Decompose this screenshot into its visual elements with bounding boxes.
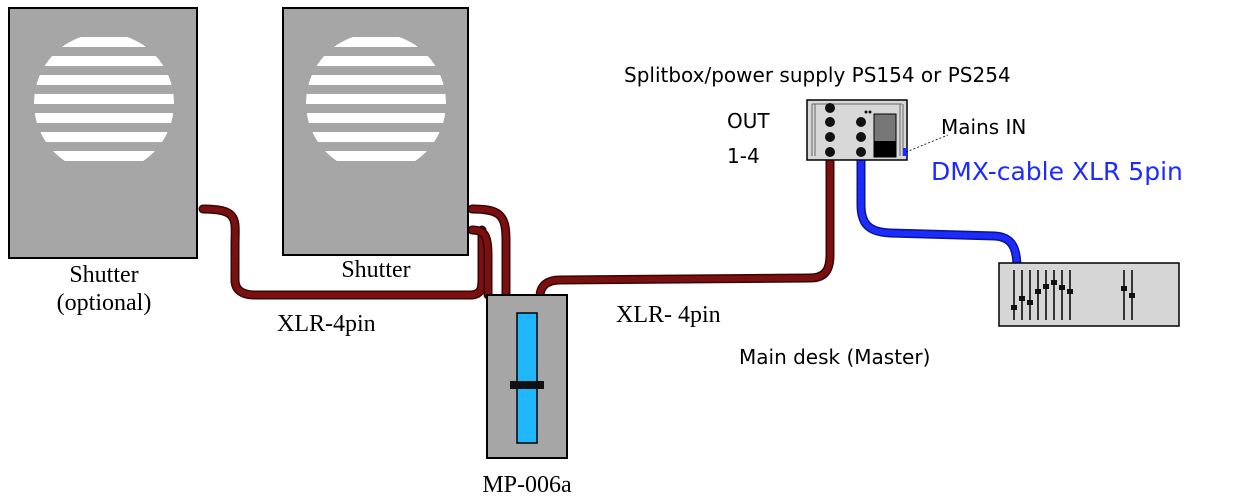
- shutter-icon: [8, 7, 198, 259]
- main-desk-label: Main desk (Master): [739, 345, 930, 369]
- xlr4-cable-shutter-to-panel: [467, 204, 511, 305]
- shutter-label: Shutter: [341, 257, 410, 283]
- mp006a-label: MP-006a: [482, 472, 572, 498]
- xlr4-cable-panel-to-splitbox: [535, 155, 835, 302]
- out-label: OUT: [727, 109, 770, 133]
- shutter-optional-label: Shutter: [69, 262, 138, 288]
- splitbox-title: Splitbox/power supply PS154 or PS254: [624, 63, 1011, 87]
- mp006a-panel-icon: [486, 294, 568, 459]
- xlr-4pin-label-left: XLR-4pin: [277, 311, 376, 337]
- shutter-icon: [282, 7, 469, 256]
- xlr-4pin-label-right: XLR- 4pin: [616, 302, 721, 328]
- dmx-cable: [856, 155, 1022, 273]
- out-range-label: 1-4: [727, 144, 760, 168]
- shutter-optional-sublabel: (optional): [57, 290, 152, 316]
- dmx-cable-label: DMX-cable XLR 5pin: [931, 157, 1183, 186]
- main-desk-icon: [998, 262, 1180, 327]
- xlr4-cable-shutter-optional: [198, 204, 487, 300]
- mains-in-label: Mains IN: [941, 115, 1026, 139]
- splitbox-icon: [806, 99, 949, 161]
